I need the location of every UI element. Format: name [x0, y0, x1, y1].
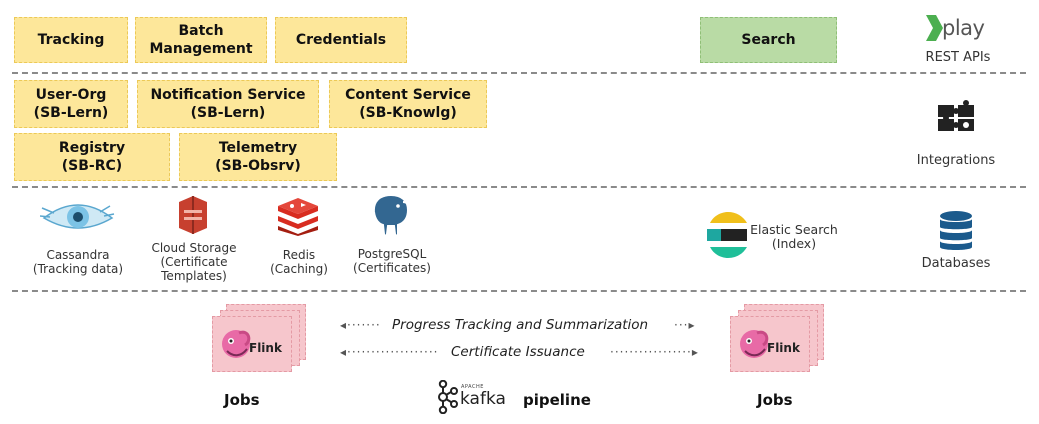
- elasticsearch-icon: [707, 212, 747, 258]
- postgresql-caption: PostgreSQL (Certificates): [346, 247, 438, 275]
- registry-line2: (SB-RC): [61, 158, 123, 174]
- flink-squirrel-icon: [740, 330, 769, 358]
- separator-1: [12, 72, 1026, 74]
- separator-3: [12, 290, 1026, 292]
- cassandra-line1: Cassandra: [46, 248, 110, 262]
- jobs-right-label: Jobs: [757, 391, 793, 409]
- flink-jobs-right: Flink: [728, 298, 838, 378]
- telemetry-line1: Telemetry: [218, 140, 298, 156]
- play-logo: play: [924, 14, 994, 44]
- telemetry-box: Telemetry (SB-Obsrv): [179, 133, 337, 181]
- flow1-right-arrow: ···▸: [674, 318, 696, 332]
- kafka-logo-text: kafka: [460, 389, 506, 409]
- notification-line2: (SB-Lern): [190, 105, 266, 121]
- kafka-logo: APACHE kafka: [436, 380, 516, 416]
- content-service-box: Content Service (SB-Knowlg): [329, 80, 487, 128]
- userorg-line1: User-Org: [35, 87, 107, 103]
- tracking-box: Tracking: [14, 17, 128, 63]
- registry-box: Registry (SB-RC): [14, 133, 170, 181]
- flink-jobs-left: Flink: [210, 298, 320, 378]
- cloud-line3: Templates): [161, 269, 227, 283]
- database-icon: [940, 211, 972, 250]
- postgresql-elephant-icon: [372, 193, 411, 237]
- elastic-caption: Elastic Search (Index): [748, 223, 840, 251]
- integrations-label: Integrations: [916, 153, 996, 168]
- redis-line1: Redis: [282, 248, 316, 262]
- play-chevron-icon: [926, 15, 943, 41]
- redis-icon: [278, 198, 318, 236]
- notification-service-box: Notification Service (SB-Lern): [137, 80, 319, 128]
- registry-line1: Registry: [58, 140, 126, 156]
- separator-2: [12, 186, 1026, 188]
- batch-label-line2: Management: [149, 41, 253, 57]
- cassandra-caption: Cassandra (Tracking data): [22, 248, 134, 276]
- flow2-label: Certificate Issuance: [451, 344, 585, 360]
- userorg-line2: (SB-Lern): [33, 105, 109, 121]
- notification-line1: Notification Service: [150, 87, 306, 103]
- tracking-label: Tracking: [37, 32, 105, 48]
- search-box: Search: [700, 17, 837, 63]
- pipeline-label: pipeline: [523, 391, 591, 409]
- cloud-line1: Cloud Storage: [151, 241, 237, 255]
- telemetry-line2: (SB-Obsrv): [215, 158, 301, 174]
- batch-management-box: Batch Management: [135, 17, 267, 63]
- redis-line2: (Caching): [270, 262, 328, 276]
- elastic-line2: (Index): [771, 236, 817, 251]
- elastic-line1: Elastic Search: [750, 222, 838, 237]
- play-logo-text: play: [942, 16, 985, 40]
- flow1-label: Progress Tracking and Summarization: [392, 317, 649, 333]
- flow1-left-arrow: ◂·······: [340, 318, 381, 332]
- cloud-storage-caption: Cloud Storage (Certificate Templates): [140, 241, 248, 283]
- cloud-line2: (Certificate: [160, 255, 228, 269]
- jobs-left-label: Jobs: [224, 391, 260, 409]
- postgres-line2: (Certificates): [353, 261, 431, 275]
- databases-label: Databases: [921, 256, 991, 271]
- flow2-left-arrow: ◂···················: [340, 345, 439, 359]
- user-org-box: User-Org (SB-Lern): [14, 80, 128, 128]
- postgres-line1: PostgreSQL: [357, 247, 427, 261]
- flink-right-label: Flink: [767, 341, 800, 355]
- kafka-icon: [438, 380, 458, 414]
- cassandra-line2: (Tracking data): [32, 262, 124, 276]
- batch-label-line1: Batch: [178, 23, 224, 39]
- search-label: Search: [741, 32, 796, 48]
- cloud-storage-s3-icon: [179, 196, 207, 234]
- flink-card-front: Flink: [730, 316, 810, 372]
- kafka-apache-text: APACHE: [461, 384, 484, 390]
- redis-caption: Redis (Caching): [262, 248, 336, 276]
- flink-squirrel-icon: [222, 330, 251, 358]
- puzzle-icon: [938, 100, 974, 131]
- content-line1: Content Service: [345, 87, 471, 103]
- flink-left-label: Flink: [249, 341, 282, 355]
- credentials-box: Credentials: [275, 17, 407, 63]
- rest-apis-label: REST APIs: [925, 50, 991, 65]
- flow2-right-arrow: ·················▸: [610, 345, 699, 359]
- flink-card-front: Flink: [212, 316, 292, 372]
- content-line2: (SB-Knowlg): [359, 105, 457, 121]
- cassandra-eye-icon: [40, 204, 115, 229]
- credentials-label: Credentials: [295, 32, 387, 48]
